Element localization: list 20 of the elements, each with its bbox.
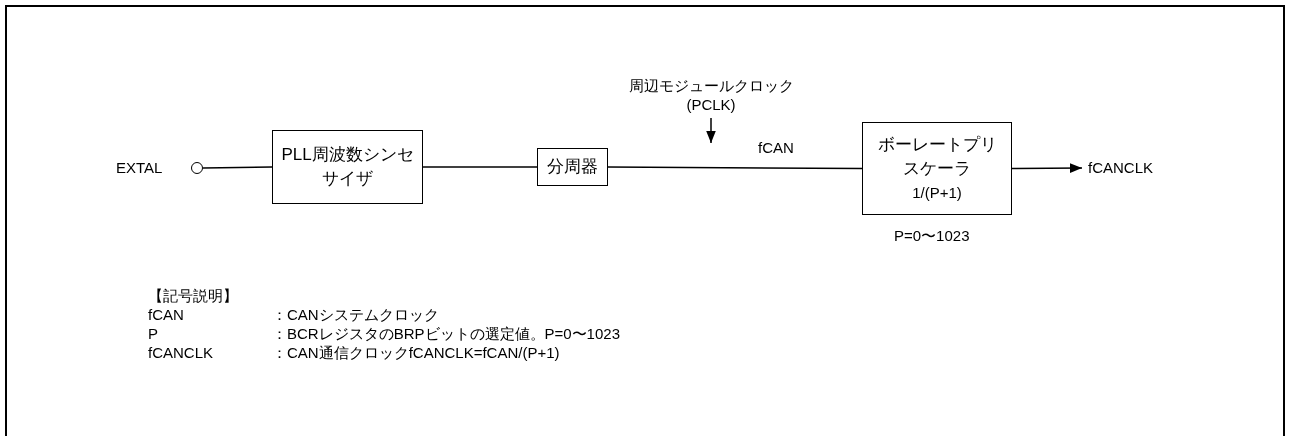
signal-line xyxy=(607,166,863,170)
block-box: ボーレートプリスケーラ 1/(P+1) xyxy=(862,122,1012,215)
block-box: 分周器 xyxy=(537,148,608,186)
block-box: PLL周波数シンセサイザ xyxy=(272,130,423,204)
symbol-term: fCAN xyxy=(148,305,185,324)
legend-heading: 【記号説明】 xyxy=(148,286,239,305)
range-note: P=0〜1023 xyxy=(894,227,970,245)
clock-source-label: (PCLK) xyxy=(686,95,736,114)
input-signal-label: EXTAL xyxy=(116,159,163,177)
signal-line xyxy=(706,117,716,144)
signal-line xyxy=(422,166,538,168)
signal-line xyxy=(202,166,273,169)
symbol-term: P xyxy=(148,324,159,343)
symbol-description: ：BCRレジスタのBRPビットの選定値。P=0〜1023 xyxy=(272,324,620,343)
symbol-description: ：CAN通信クロックfCANCLK=fCAN/(P+1) xyxy=(272,343,560,362)
clock-source-label: 周辺モジュールクロック xyxy=(628,76,794,95)
symbol-description: ：CANシステムクロック xyxy=(272,305,439,324)
signal-line xyxy=(1011,163,1083,173)
output-signal-label: fCANCLK xyxy=(1088,158,1168,178)
symbol-term: fCANCLK xyxy=(148,343,215,362)
